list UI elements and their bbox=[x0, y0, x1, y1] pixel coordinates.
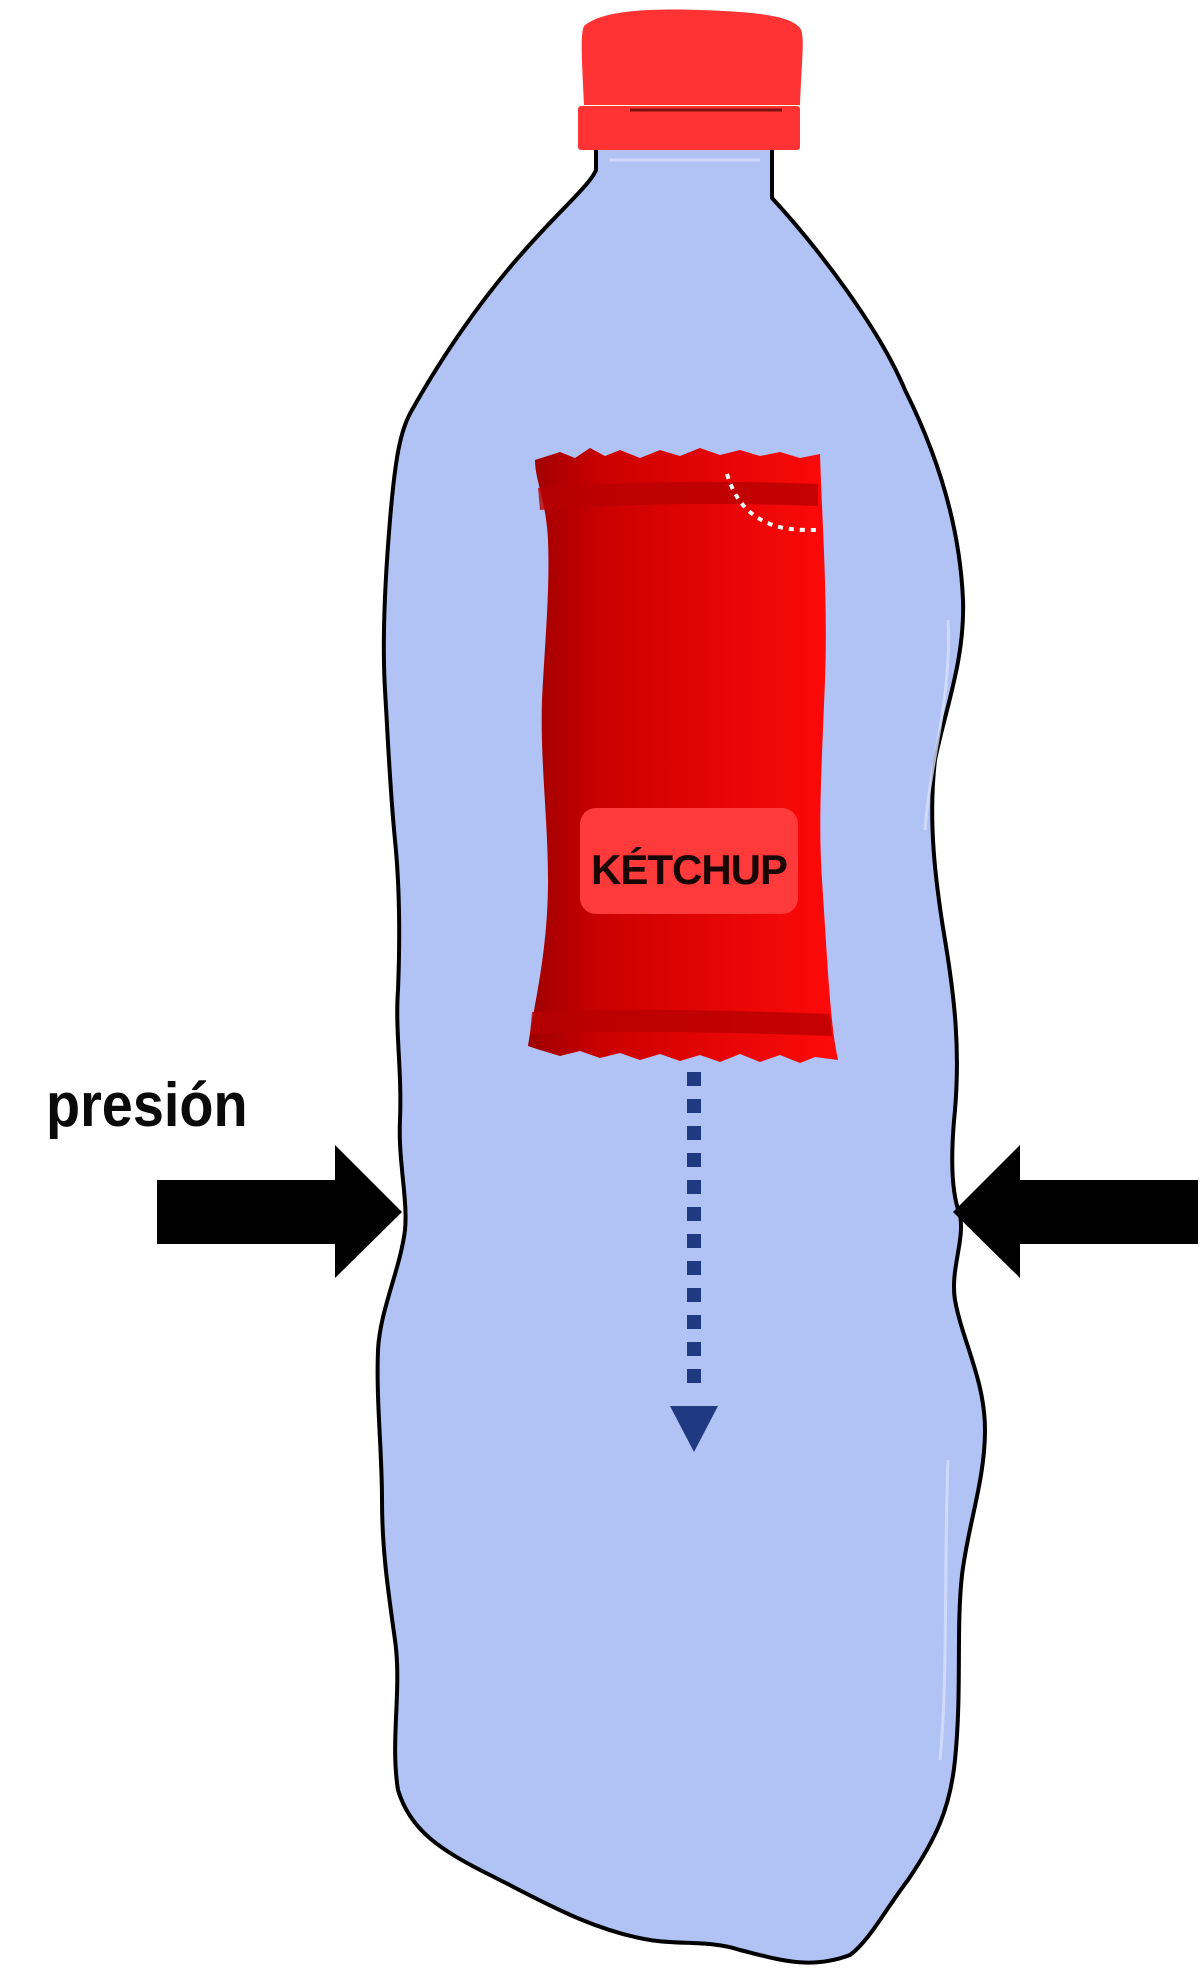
packet-label: KÉTCHUP bbox=[591, 846, 787, 893]
tear-line bbox=[725, 473, 821, 532]
packet-label-plate bbox=[580, 808, 798, 914]
ketchup-packet: KÉTCHUP bbox=[528, 448, 838, 1063]
bottle-cap bbox=[578, 9, 803, 150]
arrow-right-icon bbox=[157, 1145, 402, 1278]
arrow-left-icon bbox=[953, 1145, 1198, 1278]
pressure-label: presión bbox=[46, 1071, 248, 1140]
bottle-inner-highlight bbox=[610, 158, 950, 1761]
dotted-arrow-down-icon bbox=[670, 1072, 718, 1452]
